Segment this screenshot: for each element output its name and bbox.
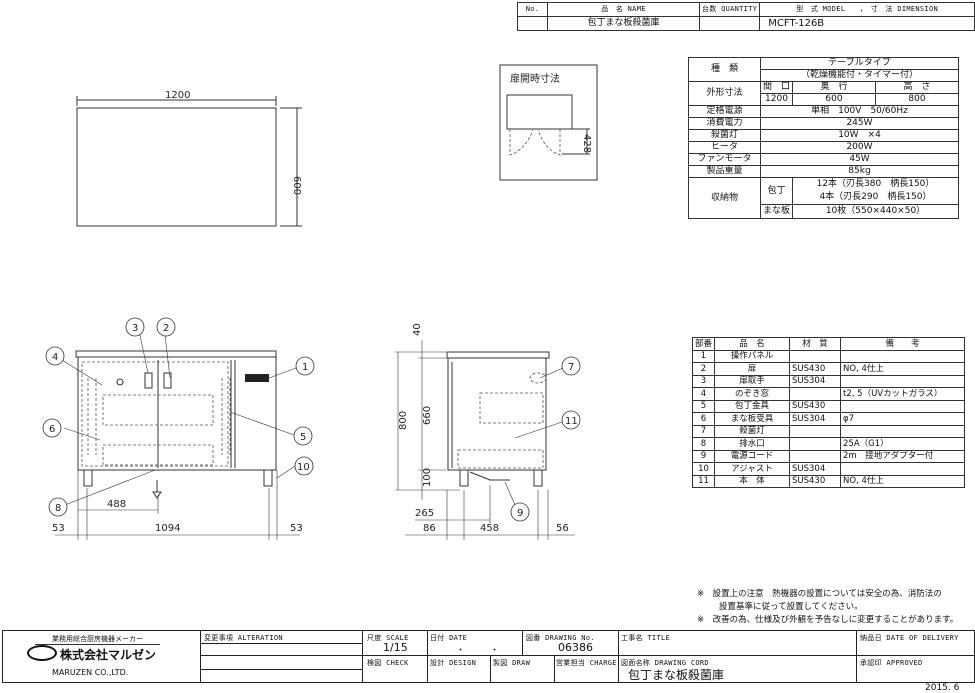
- company-name-en: MARUZEN CO.,LTD.: [52, 668, 129, 677]
- part-remarks: NO, 4仕上: [840, 474, 965, 488]
- part-material: SUS430: [789, 474, 842, 488]
- title-label: 工事名 TITLE: [621, 634, 670, 642]
- drawing-cord-label: 図面名称 DRAWING CORD: [621, 659, 709, 667]
- scale-label: 尺度 SCALE: [367, 634, 409, 642]
- callout-8: 8: [55, 503, 61, 514]
- front-view: 488 53 1094 53 1 2 3 4 5 6 8 10: [42, 317, 315, 540]
- dim-265: 265: [415, 508, 434, 519]
- maruzen-logo-icon: [27, 645, 57, 661]
- board-value: 10枚（550×440×50）: [792, 204, 959, 219]
- storage-label: 収納物: [688, 177, 761, 219]
- date-value: ・: [456, 646, 466, 656]
- model-value: MCFT-126B: [759, 16, 975, 31]
- approved-label: 承認印 APPROVED: [860, 659, 923, 667]
- note: ※ 設置上の注意 熱機器の設置については安全の為、消防法の: [697, 589, 942, 599]
- alteration-label: 変更事項 ALTERATION: [204, 634, 283, 642]
- dim-458: 458: [480, 523, 499, 534]
- check-label: 検図 CHECK: [367, 659, 409, 667]
- plan-width-dim: 1200: [165, 90, 190, 101]
- drawing-no-value: 06386: [558, 641, 593, 654]
- dim-488: 488: [107, 499, 126, 510]
- door-box-title: 扉開時寸法: [510, 72, 560, 85]
- callout-11: 11: [565, 416, 578, 427]
- dim-53-right: 53: [290, 523, 303, 534]
- door-open-dim: 428: [581, 134, 592, 153]
- type-label: 種 類: [688, 57, 761, 82]
- plan-depth-dim: 600: [291, 176, 302, 195]
- door-open-diagram: 扉開時寸法 428: [499, 64, 598, 181]
- callout-1: 1: [302, 362, 308, 373]
- dim-660: 660: [422, 406, 433, 425]
- dim-53-left: 53: [52, 523, 65, 534]
- dim-1094: 1094: [155, 523, 180, 534]
- charge-label: 営業担当 CHARGE: [556, 659, 617, 667]
- callout-3: 3: [132, 323, 138, 334]
- dim-40: 40: [412, 323, 423, 336]
- note: 設置基準に従って設置してください。: [719, 602, 863, 612]
- notes: ※ 設置上の注意 熱機器の設置については安全の為、消防法の 設置基準に従って設置…: [697, 588, 958, 627]
- part-no: 1: [691, 349, 716, 363]
- callout-7: 7: [568, 362, 574, 373]
- dim-56: 56: [556, 523, 569, 534]
- side-view: 40 800 660 100 265 86 458 56 7 11 9: [395, 323, 581, 540]
- drawing-no-label: 図番 DRAWING No.: [526, 634, 595, 642]
- delivery-label: 納品日 DATE OF DELIVERY: [860, 634, 959, 642]
- plan-view: 1200 600: [76, 90, 302, 227]
- date-value: ・: [490, 646, 500, 656]
- draw-label: 製図 DRAW: [493, 659, 531, 667]
- knife-value-1: 12本（刃長380 柄長150）: [792, 177, 959, 192]
- scale-value: 1/15: [383, 641, 408, 654]
- technical-drawing: 1200 600 扉開時寸法 428: [42, 64, 598, 540]
- part-no: 11: [691, 474, 716, 488]
- maker-tagline: 業務用総合厨房機器メーカー: [35, 634, 160, 645]
- dim-800: 800: [398, 411, 409, 430]
- note: ※ 改善の為、仕様及び外観を予告なしに変更することがあります。: [697, 615, 959, 625]
- callout-6: 6: [49, 424, 55, 435]
- callout-5: 5: [300, 432, 306, 443]
- date-label: 日付 DATE: [430, 634, 468, 642]
- callout-4: 4: [52, 352, 58, 363]
- design-label: 設計 DESIGN: [430, 659, 477, 667]
- dim-100: 100: [422, 468, 433, 487]
- product-name: 包丁まな板殺菌庫: [547, 16, 700, 31]
- knife-label: 包丁: [759, 177, 794, 205]
- dim-86: 86: [423, 523, 436, 534]
- spec-table: 種 類テーブルタイプ （乾燥機能付・タイマー付） 外形寸法間 口奥 行高 さ 1…: [688, 57, 959, 219]
- callout-2: 2: [163, 323, 169, 334]
- callout-10: 10: [297, 462, 310, 473]
- drawing-cord-value: 包丁まな板殺菌庫: [628, 668, 725, 682]
- company-name: 株式会社マルゼン: [60, 648, 157, 662]
- board-label: まな板: [759, 204, 794, 219]
- footer-date: 2015. 6: [925, 683, 960, 693]
- callout-9: 9: [517, 508, 523, 519]
